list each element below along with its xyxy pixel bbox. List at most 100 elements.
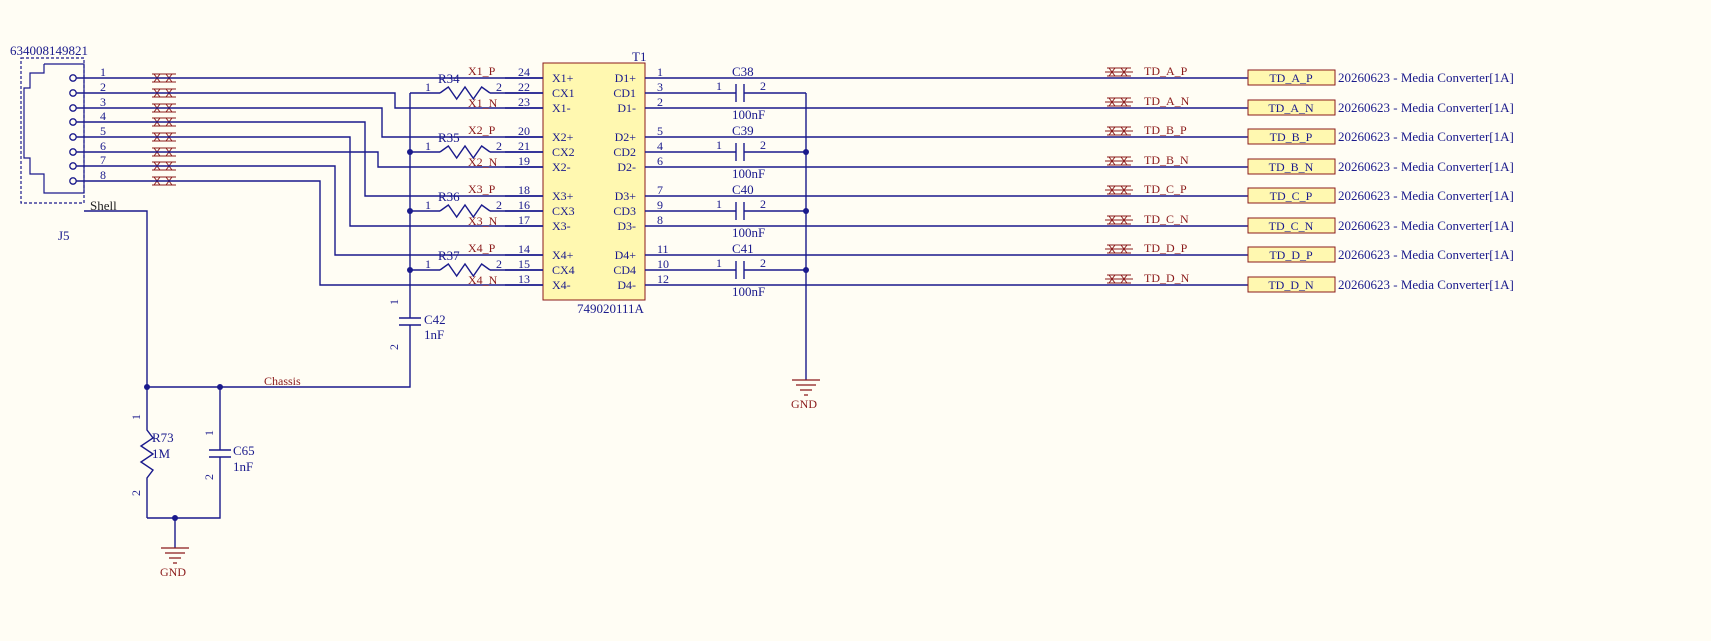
gnd-right-icon [792,379,820,396]
net-label-chassis: Chassis [264,374,301,388]
resistor-pin2-R36: 2 [496,198,502,212]
connector-pin-number-4: 4 [100,109,106,123]
net-label-TD_A_N: TD_A_N [1144,94,1190,108]
wire-jack-2 [76,92,543,109]
transformer-pin-name-22: CX1 [552,86,575,100]
transformer-pin-name-18: X3+ [552,189,574,203]
resistor-ref-R36: R36 [438,189,460,204]
connector-pin-1 [69,74,77,82]
transformer-pin-number-23: 23 [518,95,530,109]
transformer-pin-name-r2: D1- [617,101,636,115]
wire-jack-6 [76,151,543,168]
diff-pair-icon [1105,215,1133,225]
diff-pair-icon [1105,156,1133,166]
resistor-pin1-R34: 1 [425,80,431,94]
net-label-TD_C_N: TD_C_N [1144,212,1189,226]
r73-ref: R73 [152,430,174,445]
port-box-TD_A_N [1247,99,1336,116]
net-label-TD_B_P: TD_B_P [1144,123,1187,137]
wire-jack-8 [76,180,543,286]
c65-value: 1nF [233,459,253,474]
port-sheet-TD_C_N: 20260623 - Media Converter[1A] [1338,218,1514,233]
port-sheet-TD_D_P: 20260623 - Media Converter[1A] [1338,247,1514,262]
port-sheet-TD_C_P: 20260623 - Media Converter[1A] [1338,188,1514,203]
resistor-symbol-R36 [439,203,491,219]
c65-pin1: 1 [202,430,216,436]
diff-pair-icon [1105,274,1133,284]
connector-pin-4 [69,118,77,126]
transformer-pin-name-r7: D3+ [615,189,637,203]
transformer-pin-name-r3: CD1 [613,86,636,100]
net-label-X3_N: X3_N [468,214,498,228]
net-label-TD_B_N: TD_B_N [1144,153,1189,167]
cap-pin2-C39: 2 [760,138,766,152]
resistor-pin1-R37: 1 [425,257,431,271]
r73-value: 1M [152,446,171,461]
port-label-TD_D_N: TD_D_N [1268,278,1314,292]
cap-ref-C38: C38 [732,64,754,79]
transformer-pin-number-19: 19 [518,154,530,168]
port-box-TD_B_N [1247,158,1336,175]
net-label-X2_N: X2_N [468,155,498,169]
cap-pin1-C39: 1 [716,138,722,152]
net-label-X1_N: X1_N [468,96,498,110]
wire-chassis [147,325,411,388]
transformer-pin-number-24: 24 [518,65,530,79]
diff-pair-icon [1105,67,1133,77]
net-label-X4_N: X4_N [468,273,498,287]
cap-ref-C39: C39 [732,123,754,138]
wire-jack-4 [76,121,543,197]
transformer-pin-number-r7: 7 [657,183,663,197]
cap-pin1-C40: 1 [716,197,722,211]
transformer-pin-name-r4: CD2 [613,145,636,159]
wire-shell [84,210,148,420]
net-label-TD_C_P: TD_C_P [1144,182,1187,196]
transformer-ref: T1 [632,49,646,64]
port-box-TD_B_P [1247,128,1336,145]
cap-pin2-C41: 2 [760,256,766,270]
transformer-pin-number-20: 20 [518,124,530,138]
transformer-pin-name-r6: D2- [617,160,636,174]
resistor-ref-R37: R37 [438,248,460,263]
resistor-ref-R35: R35 [438,130,460,145]
diff-pair-icon [1105,97,1133,107]
connector-shell-label: Shell [90,198,117,213]
wire-c65-bottom [147,457,221,519]
transformer-pin-name-16: CX3 [552,204,575,218]
connector-ref: J5 [58,228,70,243]
transformer-pin-name-21: CX2 [552,145,575,159]
cap-value-C39: 100nF [732,166,765,181]
transformer-pin-name-r8: D3- [617,219,636,233]
junction-dot [803,267,809,273]
port-sheet-TD_D_N: 20260623 - Media Converter[1A] [1338,277,1514,292]
port-sheet-TD_A_P: 20260623 - Media Converter[1A] [1338,70,1514,85]
r73-pin1: 1 [129,414,143,420]
transformer-pin-name-17: X3- [552,219,571,233]
cap-ref-C41: C41 [732,241,754,256]
net-label-X1_P: X1_P [468,64,496,78]
port-label-TD_A_N: TD_A_N [1268,101,1314,115]
connector-pin-number-5: 5 [100,124,106,138]
transformer-pin-number-r11: 11 [657,242,669,256]
c42-value: 1nF [424,327,444,342]
port-box-TD_C_P [1247,187,1336,204]
net-label-TD_A_P: TD_A_P [1144,64,1188,78]
cap-pin1-C38: 1 [716,79,722,93]
transformer-pin-name-r10: CD4 [613,263,636,277]
transformer-pin-number-r2: 2 [657,95,663,109]
cap-pin1-C41: 1 [716,256,722,270]
cap-value-C40: 100nF [732,225,765,240]
gnd-bottom-icon [161,547,189,564]
wire-jack-3 [76,107,543,138]
transformer-pin-number-r1: 1 [657,65,663,79]
port-label-TD_C_P: TD_C_P [1270,189,1313,203]
port-box-TD_C_N [1247,217,1336,234]
transformer-pin-number-13: 13 [518,272,530,286]
transformer-pin-name-r1: D1+ [615,71,637,85]
connector-pin-2 [69,89,77,97]
junction-dot [144,384,150,390]
transformer-pin-name-23: X1- [552,101,571,115]
resistor-pin2-R34: 2 [496,80,502,94]
connector-body-shape [23,63,85,194]
gnd-bottom-label: GND [160,565,186,579]
